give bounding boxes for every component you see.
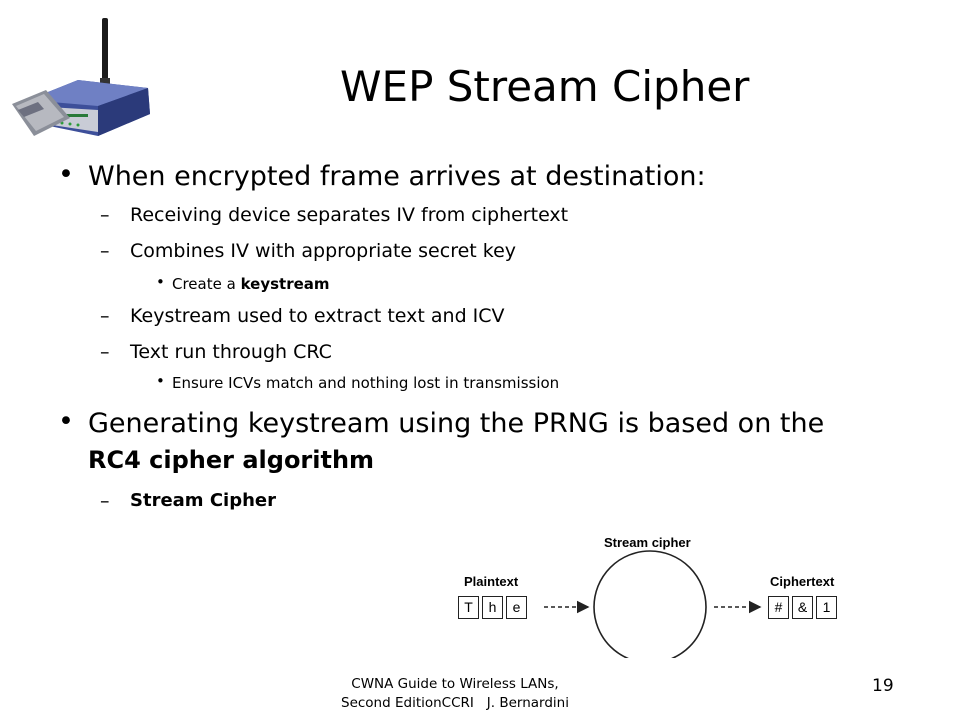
- bullet-generating-keystream: Generating keystream using the PRNG is b…: [88, 408, 825, 439]
- sub-sub-bullet-icv-match: Ensure ICVs match and nothing lost in tr…: [172, 374, 560, 392]
- ciphertext-label: Ciphertext: [770, 574, 835, 589]
- dash-marker: –: [100, 204, 110, 226]
- bullet-marker: •: [58, 159, 74, 190]
- stream-cipher-label: Stream cipher: [604, 535, 691, 550]
- wireless-router-icon: [12, 18, 150, 136]
- dash-marker: –: [100, 305, 110, 327]
- stream-cipher-diagram: Stream cipher Plaintext Ciphertext T h e…: [440, 528, 860, 658]
- bullet-marker: •: [156, 372, 165, 390]
- plaintext-char-box: h: [482, 596, 503, 619]
- diagram-shapes: [544, 550, 762, 658]
- page-number: 19: [872, 676, 894, 696]
- sub-bullet-extract-text: Keystream used to extract text and ICV: [130, 305, 505, 327]
- dash-marker: –: [100, 490, 110, 512]
- sub-bullet-stream-cipher: Stream Cipher: [130, 490, 276, 511]
- keystream-prefix: Create a: [172, 275, 241, 293]
- dash-marker: –: [100, 240, 110, 262]
- sub-sub-bullet-keystream: Create a keystream: [172, 275, 330, 293]
- footer-line-1: CWNA Guide to Wireless LANs,: [351, 676, 559, 692]
- cipher-circle: [593, 550, 707, 658]
- dash-marker: –: [100, 341, 110, 363]
- plaintext-char-box: e: [506, 596, 527, 619]
- footer-line-2: Second EditionCCRI J. Bernardini: [341, 695, 569, 711]
- sub-bullet-crc: Text run through CRC: [130, 341, 332, 363]
- ciphertext-char-box: #: [768, 596, 789, 619]
- ciphertext-char-box: &: [792, 596, 813, 619]
- bullet-encrypted-frame: When encrypted frame arrives at destinat…: [88, 161, 706, 192]
- bullet-rc4-algorithm: RC4 cipher algorithm: [88, 446, 375, 474]
- slide-footer: CWNA Guide to Wireless LANs, Second Edit…: [290, 675, 620, 713]
- sub-bullet-combines-iv: Combines IV with appropriate secret key: [130, 240, 517, 262]
- plaintext-label: Plaintext: [464, 574, 519, 589]
- ciphertext-char-box: 1: [816, 596, 837, 619]
- bullet-marker: •: [58, 406, 74, 437]
- plaintext-char-box: T: [458, 596, 479, 619]
- sub-bullet-separates-iv: Receiving device separates IV from ciphe…: [130, 204, 569, 226]
- slide-title: WEP Stream Cipher: [340, 62, 750, 111]
- keystream-term: keystream: [240, 275, 330, 293]
- bullet-marker: •: [156, 273, 165, 291]
